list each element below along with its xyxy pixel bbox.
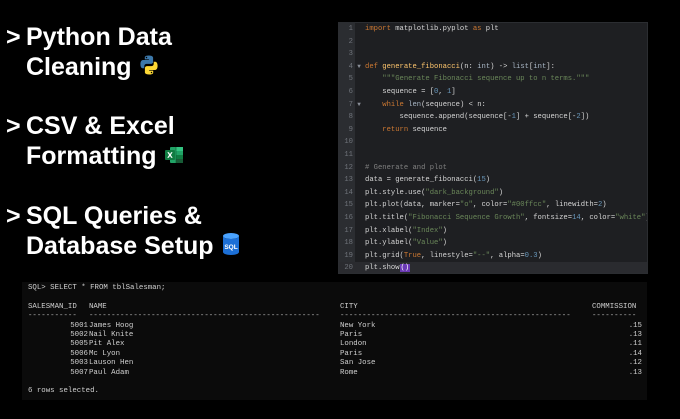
code-line: 11 <box>344 150 353 159</box>
line-number-gutter <box>339 23 355 273</box>
code-text: sequence = [0, 1] <box>365 87 456 96</box>
bullet: > <box>6 23 21 51</box>
bullet: > <box>6 112 21 141</box>
code-text: return sequence <box>382 125 447 134</box>
code-text: # Generate and plot <box>365 163 447 172</box>
code-text: sequence.append(sequence[-1] + sequence[… <box>365 113 590 122</box>
code-text: while len(sequence) < n: <box>382 100 486 109</box>
code-text: plt.xlabel("Index") <box>365 226 447 235</box>
python-icon <box>138 53 160 83</box>
table-row: 5006 Mc Lyon Paris .14 <box>70 349 642 358</box>
bullet: > <box>6 201 21 230</box>
code-line: 3 <box>348 50 353 59</box>
header-name: NAME <box>89 302 107 311</box>
code-line: 6 sequence = [0, 1] <box>339 86 647 99</box>
header-id: SALESMAN_ID <box>28 302 77 311</box>
code-line: 10 <box>344 138 353 147</box>
blank-line <box>22 378 647 387</box>
excel-icon <box>163 143 185 173</box>
svg-text:SQL: SQL <box>224 244 237 251</box>
code-line: 12# Generate and plot <box>339 162 647 175</box>
fold-arrow-icon[interactable]: ▼ <box>357 62 361 70</box>
code-line: 2 <box>348 37 353 46</box>
code-text: plt.ylabel("Value") <box>365 239 447 248</box>
code-line: 4▼def generate_fibonacci(n: int) -> list… <box>339 61 647 74</box>
table-row: 5001 James Hoog New York .15 <box>70 321 642 330</box>
promo-line-2: Cleaning <box>6 52 336 83</box>
code-text: import matplotlib.pyplot as plt <box>365 25 499 33</box>
promo-item-csv-excel: > CSV & Excel Formatting <box>6 111 336 172</box>
header-city: CITY <box>340 302 358 311</box>
code-line: 8 sequence.append(sequence[-1] + sequenc… <box>339 111 647 124</box>
code-text: plt.show() <box>365 264 411 273</box>
sql-database-icon: SQL <box>220 231 242 264</box>
fold-gutter <box>355 23 363 273</box>
code-text: def generate_fibonacci(n: int) -> list[i… <box>365 62 555 71</box>
table-row: 5003 Lauson Hen San Jose .12 <box>70 359 642 368</box>
table-row: 5005 Pit Alex London .11 <box>70 340 642 349</box>
table-header: SALESMAN_ID NAME CITY COMMISSION <box>22 303 647 312</box>
rows-selected-footer: 6 rows selected. <box>28 387 99 396</box>
promo-item-python: > Python Data Cleaning <box>6 22 336 83</box>
code-text: plt.style.use("dark_background") <box>365 188 504 197</box>
fold-arrow-icon[interactable]: ▼ <box>357 100 361 108</box>
header-commission: COMMISSION <box>592 302 637 311</box>
code-text: """Generate Fibonacci sequence up to n t… <box>382 75 590 84</box>
sql-prompt: SQL> SELECT * FROM tblSalesman; <box>28 284 166 292</box>
code-line: 9 return sequence <box>339 124 647 137</box>
blank-line <box>22 293 647 302</box>
table-row: 5002 Nail Knite Paris .13 <box>70 330 642 339</box>
code-text: plt.plot(data, marker="o", color="#00ffc… <box>365 201 607 210</box>
code-line: 5 """Generate Fibonacci sequence up to n… <box>339 73 647 86</box>
code-text: plt.grid(True, linestyle="--", alpha=0.3… <box>365 251 542 260</box>
table-row: 5007 Paul Adam Rome .13 <box>70 368 642 377</box>
code-text: data = generate_fibonacci(15) <box>365 176 491 185</box>
promo-line-2: Formatting <box>6 141 336 172</box>
promo-list: > Python Data Cleaning > CSV & Excel For… <box>6 22 336 292</box>
code-text: plt.title("Fibonacci Sequence Growth", f… <box>365 213 647 222</box>
sql-terminal[interactable]: SQL> SELECT * FROM tblSalesman; SALESMAN… <box>22 282 647 400</box>
promo-line: SQL Queries & <box>26 201 202 230</box>
promo-line: CSV & Excel <box>26 112 175 141</box>
code-line: 7▼ while len(sequence) < n: <box>339 99 647 112</box>
header-separator: ----------- ----------------------------… <box>28 312 637 321</box>
promo-line: Python Data <box>26 23 172 51</box>
